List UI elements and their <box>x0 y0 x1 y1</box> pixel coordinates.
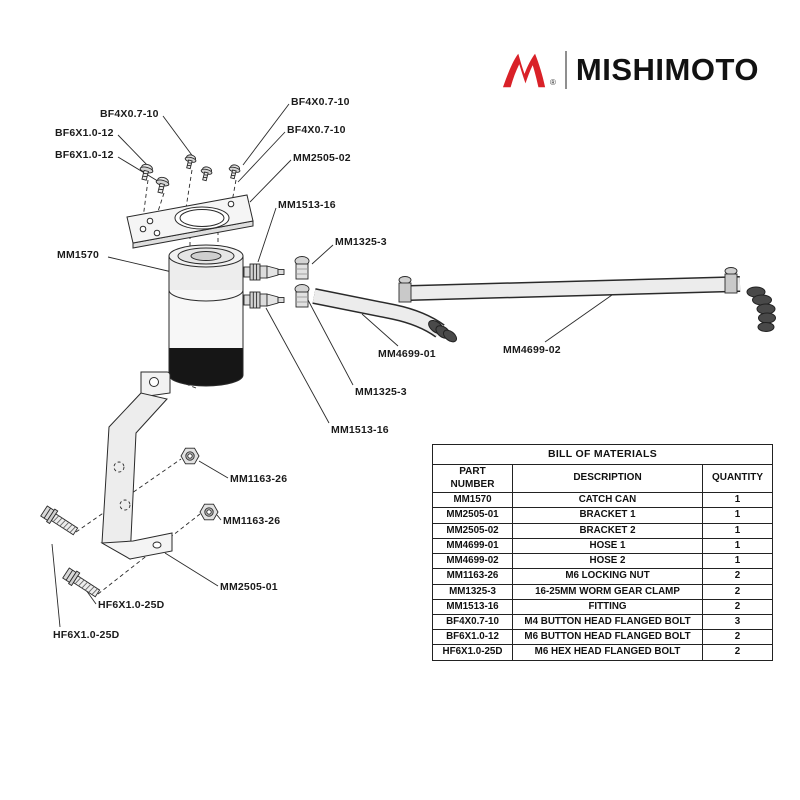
callout-mm2505-01: MM2505-01 <box>220 581 278 593</box>
brand-name: MISHIMOTO <box>575 52 759 87</box>
bom-cell-part: HF6X1.0-25D <box>432 644 513 661</box>
bracket-1 <box>100 371 173 560</box>
callout-bf6x1012-1: BF6X1.0-12 <box>55 127 114 139</box>
bom-cell-desc: M4 BUTTON HEAD FLANGED BOLT <box>512 613 703 631</box>
callout-mm1570: MM1570 <box>57 249 100 261</box>
bom-cell-qty: 1 <box>701 507 774 524</box>
button-head-screws <box>139 154 241 194</box>
worm-clamp-2 <box>294 284 310 308</box>
bracket-2-plate <box>126 194 254 249</box>
bom-cell-qty: 2 <box>701 568 774 585</box>
callout-bf6x1012-2: BF6X1.0-12 <box>55 149 114 161</box>
bom-cell-qty: 1 <box>701 492 774 509</box>
fitting-2 <box>243 291 285 309</box>
bom-cell-desc: HOSE 1 <box>512 537 703 555</box>
bom-title: BILL OF MATERIALS <box>431 443 774 466</box>
bom-cell-part: MM2505-01 <box>432 507 513 524</box>
bom-cell-part: MM1513-16 <box>432 598 513 616</box>
bom-cell-part: MM1570 <box>432 492 513 509</box>
callout-mm1325-3-bottom: MM1325-3 <box>355 386 407 398</box>
callout-mm1513-16-top: MM1513-16 <box>278 199 336 211</box>
bom-cell-qty: 2 <box>701 583 774 600</box>
bom-cell-qty: 2 <box>701 644 774 661</box>
locking-nut-1 <box>180 447 200 465</box>
callout-mm4699-01: MM4699-01 <box>378 348 436 360</box>
hex-bolt-2 <box>62 567 101 598</box>
callout-mm2505-02: MM2505-02 <box>293 152 351 164</box>
bom-cell-qty: 2 <box>701 629 774 646</box>
catch-can <box>168 244 244 387</box>
bom-header-quantity: QUANTITY <box>701 464 774 494</box>
bom-table: BILL OF MATERIALS PART NUMBER DESCRIPTIO… <box>431 443 774 661</box>
callout-mm1325-3-top: MM1325-3 <box>335 236 387 248</box>
bom-cell-desc: M6 BUTTON HEAD FLANGED BOLT <box>512 629 703 646</box>
bom-cell-desc: M6 HEX HEAD FLANGED BOLT <box>512 644 703 661</box>
callout-bf4x0710-3: BF4X0.7-10 <box>287 124 346 136</box>
worm-clamp-1 <box>294 256 310 280</box>
bom-cell-part: BF4X0.7-10 <box>432 613 513 631</box>
bom-cell-desc: BRACKET 2 <box>512 522 703 539</box>
bom-cell-desc: 16-25MM WORM GEAR CLAMP <box>512 583 703 600</box>
callout-mm1513-16-bottom: MM1513-16 <box>331 424 389 436</box>
bom-cell-part: MM4699-01 <box>432 537 513 555</box>
callout-hf6x1025d-1: HF6X1.0-25D <box>98 599 165 611</box>
callout-mm1163-26-2: MM1163-26 <box>223 515 281 527</box>
leader-lines <box>51 103 613 628</box>
callout-mm1163-26-1: MM1163-26 <box>230 473 288 485</box>
bom-cell-qty: 1 <box>701 537 774 555</box>
bom-cell-qty: 1 <box>701 522 774 539</box>
bom-cell-desc: BRACKET 1 <box>512 507 703 524</box>
mishimoto-logo: ® MISHIMOTO <box>502 50 759 90</box>
bom-cell-qty: 1 <box>701 553 774 570</box>
bom-cell-qty: 2 <box>701 598 774 616</box>
callout-mm4699-02: MM4699-02 <box>503 344 561 356</box>
hose-1 <box>312 288 458 343</box>
bom-cell-part: MM2505-02 <box>432 522 513 539</box>
hose-2 <box>398 267 776 332</box>
bom-cell-desc: M6 LOCKING NUT <box>512 568 703 585</box>
bom-cell-part: MM1163-26 <box>432 568 513 585</box>
bom-header-description: DESCRIPTION <box>512 464 703 494</box>
logo-divider <box>564 51 567 89</box>
bom-cell-desc: CATCH CAN <box>512 492 703 509</box>
bom-cell-desc: FITTING <box>512 598 703 616</box>
bom-cell-part: MM1325-3 <box>432 583 513 600</box>
registered-mark: ® <box>550 78 556 87</box>
bom-cell-part: BF6X1.0-12 <box>432 629 513 646</box>
bom-header-part-number: PART NUMBER <box>432 464 513 494</box>
hose-2-elbow <box>746 286 776 332</box>
fitting-1 <box>243 263 285 281</box>
hex-bolt-1 <box>40 505 79 536</box>
bom-cell-part: MM4699-02 <box>432 553 513 570</box>
mishimoto-m-icon <box>502 53 546 88</box>
callout-bf4x0710-2: BF4X0.7-10 <box>291 96 350 108</box>
bom-cell-desc: HOSE 2 <box>512 553 703 570</box>
bom-cell-qty: 3 <box>701 613 774 631</box>
locking-nut-2 <box>199 503 219 521</box>
callout-hf6x1025d-2: HF6X1.0-25D <box>53 629 120 641</box>
callout-bf4x0710-1: BF4X0.7-10 <box>100 108 159 120</box>
